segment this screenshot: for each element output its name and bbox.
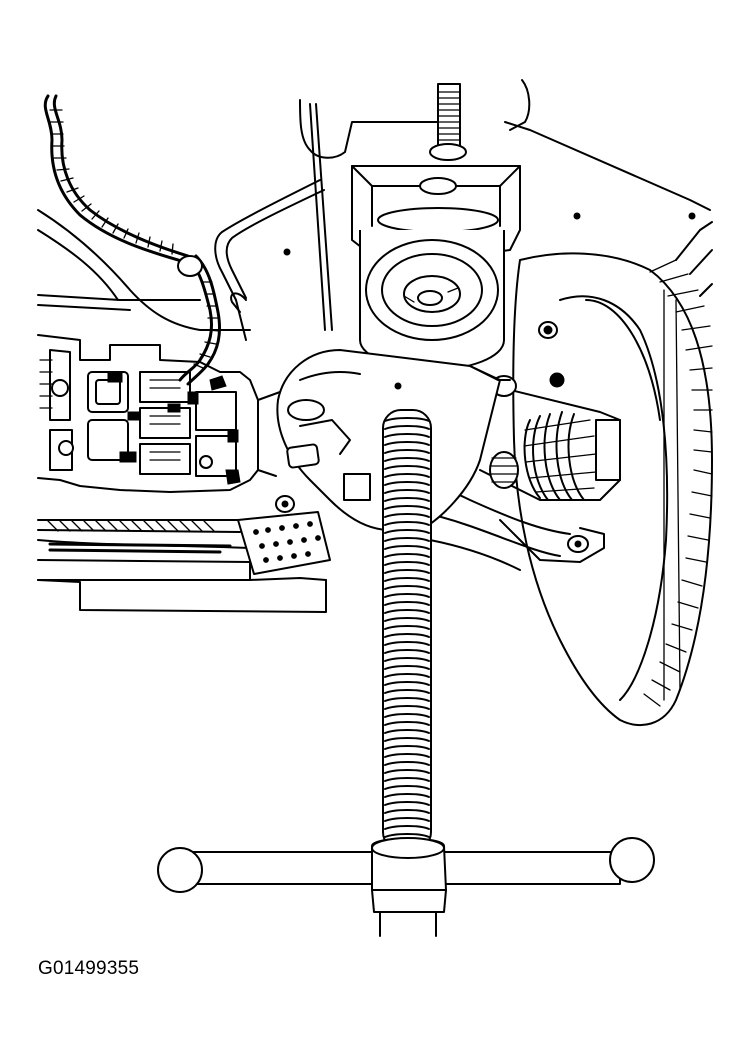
screw-thread bbox=[384, 657, 430, 662]
screw-thread bbox=[384, 777, 430, 782]
screw-thread bbox=[384, 609, 430, 614]
screw-thread bbox=[384, 729, 430, 734]
screw-thread bbox=[384, 689, 430, 694]
screw-thread bbox=[384, 449, 430, 454]
screw-thread bbox=[384, 433, 430, 438]
engine-component bbox=[37, 334, 281, 493]
screw-thread bbox=[384, 801, 430, 806]
screw-thread bbox=[384, 441, 430, 446]
screw-thread bbox=[384, 553, 430, 558]
screw-thread bbox=[384, 793, 430, 798]
tire-tread bbox=[643, 259, 713, 707]
screw-thread bbox=[384, 833, 430, 838]
screw-thread bbox=[384, 673, 430, 678]
screw-thread bbox=[384, 713, 430, 718]
screw-thread bbox=[384, 721, 430, 726]
screw-thread bbox=[384, 665, 430, 670]
screw-thread bbox=[384, 457, 430, 462]
screw-thread bbox=[384, 545, 430, 550]
screw-thread bbox=[384, 825, 430, 830]
screw-thread bbox=[384, 817, 430, 822]
frame-hatch bbox=[47, 520, 232, 554]
figure-code: G01499355 bbox=[38, 958, 140, 979]
spring-compressor-tool bbox=[157, 83, 655, 937]
screw-thread bbox=[384, 809, 430, 814]
screw-thread bbox=[384, 705, 430, 710]
screw-thread bbox=[384, 769, 430, 774]
screw-thread bbox=[384, 481, 430, 486]
lower-control-arm-bracket bbox=[237, 495, 331, 575]
screw-thread bbox=[384, 537, 430, 542]
screw-thread bbox=[384, 425, 430, 430]
compressor-screw bbox=[382, 409, 432, 851]
screw-thread bbox=[384, 625, 430, 630]
screw-thread bbox=[384, 529, 430, 534]
screw-thread bbox=[384, 753, 430, 758]
harness-corrugation bbox=[49, 109, 174, 255]
screw-thread bbox=[384, 697, 430, 702]
t-handle bbox=[157, 837, 655, 937]
wheel-tire bbox=[512, 221, 713, 727]
screw-thread bbox=[384, 521, 430, 526]
screw-thread bbox=[384, 641, 430, 646]
screw-thread bbox=[384, 601, 430, 606]
screw-thread bbox=[384, 505, 430, 510]
screw-thread bbox=[384, 417, 430, 422]
screw-thread bbox=[384, 473, 430, 478]
screw-thread bbox=[384, 569, 430, 574]
screw-thread bbox=[384, 681, 430, 686]
screw-thread bbox=[384, 585, 430, 590]
screw-thread bbox=[384, 785, 430, 790]
vehicle-underbody bbox=[37, 79, 711, 613]
screw-thread bbox=[384, 465, 430, 470]
screw-thread bbox=[384, 489, 430, 494]
upper-stud bbox=[429, 83, 467, 161]
screw-thread bbox=[384, 497, 430, 502]
screw-thread bbox=[384, 577, 430, 582]
screw-thread bbox=[384, 513, 430, 518]
screw-thread bbox=[384, 633, 430, 638]
screw-thread bbox=[384, 737, 430, 742]
screw-thread bbox=[384, 593, 430, 598]
screw-thread bbox=[384, 561, 430, 566]
screw-thread bbox=[384, 617, 430, 622]
screw-thread bbox=[384, 745, 430, 750]
screw-thread bbox=[384, 649, 430, 654]
screw-thread bbox=[384, 761, 430, 766]
